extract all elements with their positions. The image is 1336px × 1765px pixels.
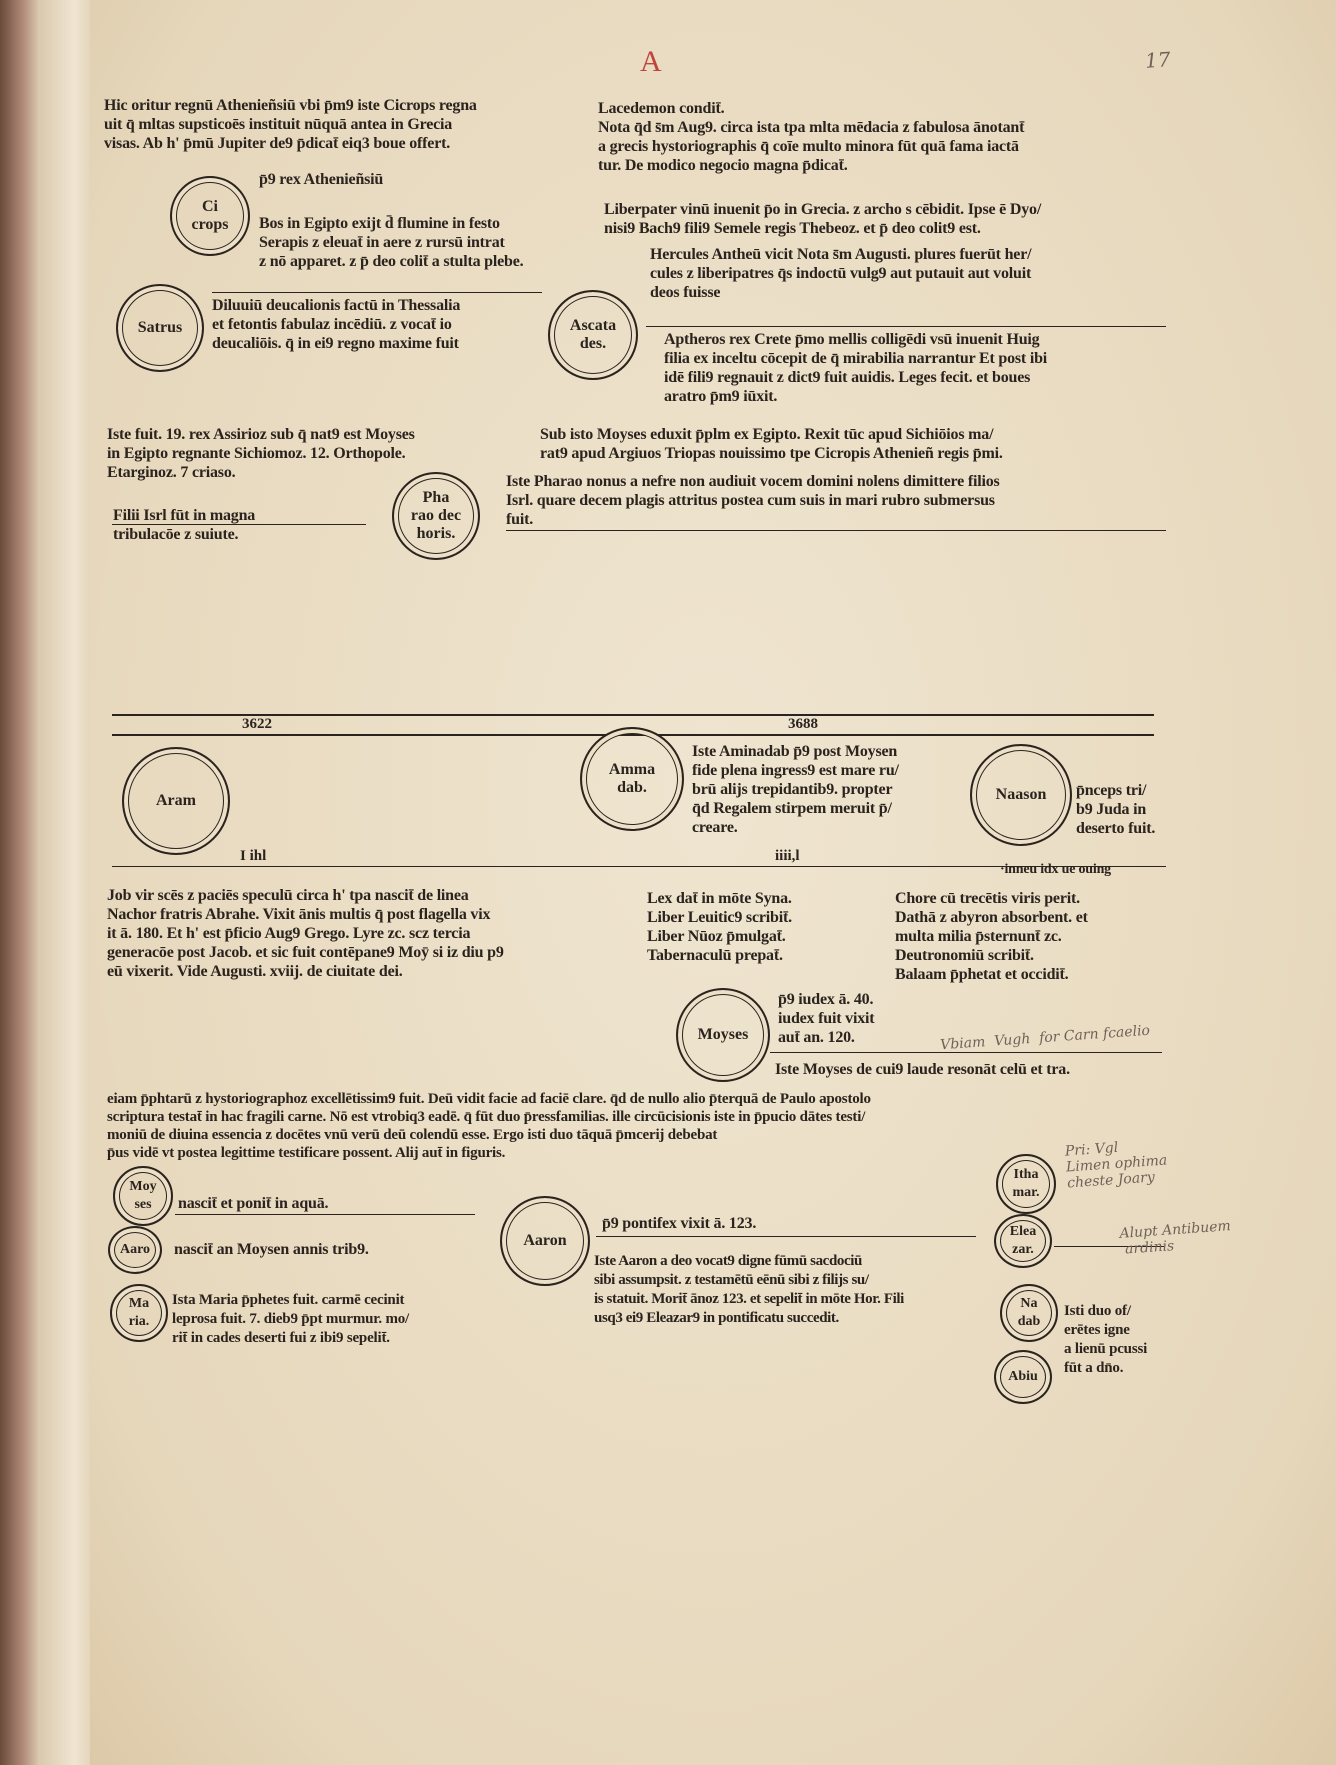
text-block-iste-aaron: Iste Aaron a deo vocat9 digne fūmū sacdo… <box>594 1253 904 1326</box>
circle-aaron-small: Aaro <box>108 1226 162 1274</box>
text-block-nascitur-aaron: nascit̄ an Moysen annis trib9. <box>174 1241 369 1258</box>
circle-moyses: Moyses <box>676 988 770 1082</box>
marginalia: Pri: Vgl Limen ophima cheste Joary <box>1064 1139 1168 1192</box>
text-block-chore: Chore cū trecētis viris perit. Dathā z a… <box>895 890 1088 983</box>
circle-abiu: Abiu <box>994 1350 1052 1404</box>
text-block-liberpater: Liberpater vinū inuenit p̄o in Grecia. z… <box>604 201 1042 237</box>
divider <box>596 1236 976 1237</box>
folio-number: 17 <box>1144 47 1172 73</box>
divider <box>175 1214 475 1215</box>
text-block-maria: Ista Maria p̄phetes fuit. carmē cecinit … <box>172 1292 410 1346</box>
text-block-rex: p̄9 rex Athenieñsiū <box>259 171 384 188</box>
divider <box>770 1052 1162 1053</box>
text-block-lacedemon: Lacedemon condit̄. Nota q̄d s̄m Aug9. ci… <box>598 100 1025 174</box>
mirrored-text: ·inneu idx ue ouing <box>1000 862 1111 877</box>
text-block-sub-isto-moyses: Sub isto Moyses eduxit p̄plm ex Egipto. … <box>540 426 1003 462</box>
divider <box>112 524 366 525</box>
text-block-iudex: p̄9 iudex ā. 40. iudex fuit vixit aut̄ a… <box>778 991 875 1046</box>
timeline-rule <box>112 714 1154 716</box>
year-mark: iiii,l <box>775 848 800 864</box>
timeline-rule <box>112 866 1166 867</box>
circle-amminadab: Amma dab. <box>580 727 684 831</box>
text-block-aptheros: Aptheros rex Crete p̄mo mellis colligēdi… <box>664 331 1048 405</box>
year-mark: I ihl <box>240 848 267 864</box>
circle-maria: Ma ria. <box>110 1284 168 1342</box>
text-block-nadab-abiu: Isti duo of/ erētes igne a lienū pcussi … <box>1064 1303 1148 1376</box>
circle-nadab: Na dab <box>1000 1284 1058 1342</box>
circle-eleazar: Elea zar. <box>994 1214 1052 1268</box>
text-block-aminadab: Iste Aminadab p̄9 post Moysen fide plena… <box>692 743 899 836</box>
year-3688: 3688 <box>788 716 818 732</box>
text-block-rex-assiriorum: Iste fuit. 19. rex Assirioz sub q̄ nat9 … <box>107 426 415 481</box>
manuscript-page <box>90 0 1336 1765</box>
text-block-pontifex: p̄9 pontifex vixit ā. 123. <box>602 1215 757 1232</box>
circle-ascatades: Ascata des. <box>548 290 638 380</box>
text-block-diluuium: Diluuiū deucalionis factū in Thessalia e… <box>212 297 461 352</box>
text-block-hercules: Hercules Antheū vicit Nota s̄m Augusti. … <box>650 246 1032 301</box>
text-block-bos: Bos in Egipto exijt d̄ flumine in festo … <box>259 215 524 270</box>
text-block-prophetarum: eiam p̄phtarū z hystoriographoz excellēt… <box>107 1091 871 1161</box>
text-block-job: Job vir scēs z paciēs speculū circa h' t… <box>107 887 504 980</box>
divider <box>212 292 542 293</box>
circle-pharao: Pha rao dec horis. <box>392 472 480 560</box>
text-block-iste-moyses: Iste Moyses de cui9 laude resonāt celū e… <box>775 1061 1070 1078</box>
year-3622: 3622 <box>242 716 272 732</box>
circle-naason: Naason <box>970 744 1072 846</box>
circle-ithamar: Itha mar. <box>996 1154 1056 1214</box>
text-block-athens: Hic oritur regnū Athenieñsiū vbi p̄m9 is… <box>104 97 477 152</box>
red-mark: A <box>640 45 662 78</box>
text-block-pharao: Iste Pharao nonus a nefre non audiuit vo… <box>506 473 1000 528</box>
circle-moyses-small: Moy ses <box>113 1166 173 1226</box>
text-block-nascitur-moyses: nascit̄ et ponit̄ in aquā. <box>178 1195 329 1212</box>
divider <box>646 326 1166 327</box>
text-block-filii-israel: Filii Isrl fūt in magna tribulacōe z sui… <box>113 507 256 543</box>
divider <box>506 530 1166 531</box>
text-block-naason: p̄nceps tri/ b9 Juda in deserto fuit. <box>1076 782 1156 837</box>
circle-cicrops: Ci crops <box>170 176 250 256</box>
text-block-lex-datur: Lex dat̄ in mōte Syna. Liber Leuitic9 sc… <box>647 890 792 964</box>
circle-aaron: Aaron <box>500 1196 590 1286</box>
divider <box>1054 1246 1164 1247</box>
facing-page-edge <box>38 0 90 1765</box>
book-binding <box>0 0 38 1765</box>
circle-satrus: Satrus <box>116 284 204 372</box>
circle-aram: Aram <box>122 747 230 855</box>
